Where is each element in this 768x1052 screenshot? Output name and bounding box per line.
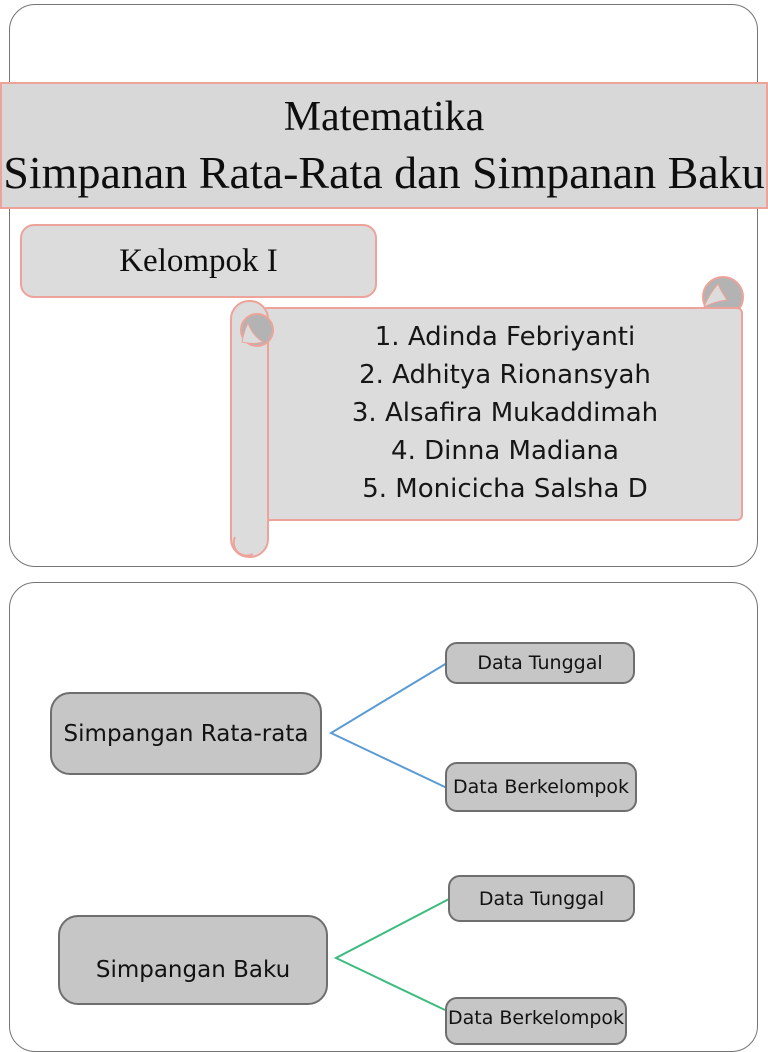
node-simpangan-baku: Simpangan Baku xyxy=(58,915,328,1005)
node-data-tunggal-2: Data Tunggal xyxy=(448,875,635,922)
node-data-berkelompok-2: Data Berkelompok xyxy=(445,997,627,1045)
title-line-2: Simpanan Rata-Rata dan Simpanan Baku xyxy=(3,147,765,198)
title-line-1: Matematika xyxy=(283,94,485,140)
member-item: 5. Monicicha Salsha D xyxy=(362,474,648,504)
member-item: 3. Alsafira Mukaddimah xyxy=(351,398,659,428)
member-list: 1. Adinda Febriyanti 2. Adhitya Rionansy… xyxy=(268,318,742,508)
node-simpangan-rata-rata: Simpangan Rata-rata xyxy=(50,692,322,775)
node-data-berkelompok-1: Data Berkelompok xyxy=(445,762,637,812)
node-data-tunggal-1: Data Tunggal xyxy=(445,642,635,684)
member-item: 2. Adhitya Rionansyah xyxy=(359,360,651,390)
member-item: 4. Dinna Madiana xyxy=(391,436,619,466)
group-label-box: Kelompok I xyxy=(20,224,377,298)
group-label: Kelompok I xyxy=(119,242,278,279)
member-item: 1. Adinda Febriyanti xyxy=(374,322,636,352)
title-banner: Matematika Simpanan Rata-Rata dan Simpan… xyxy=(0,82,768,209)
